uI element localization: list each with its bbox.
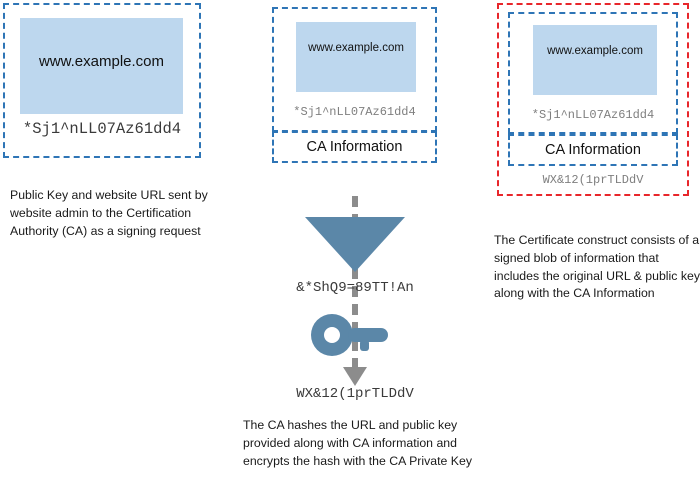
funnel-icon — [305, 217, 405, 272]
csr-caption: Public Key and website URL sent by websi… — [10, 188, 208, 238]
ca-input-ca-information-label: CA Information — [306, 139, 403, 155]
certificate-info-box — [508, 12, 678, 134]
certificate-outer-box — [497, 3, 689, 196]
certificate-signature-text: WX&12(1prTLDdV — [542, 173, 644, 187]
csr-url-text: www.example.com — [38, 53, 165, 70]
ca-input-url-block — [296, 22, 416, 92]
certificate-url-block — [533, 25, 657, 95]
csr-outer-box — [3, 3, 201, 158]
csr-url-block — [20, 18, 183, 114]
ca-process-caption: The CA hashes the URL and public key pro… — [243, 418, 472, 468]
csr-public-key-hash: *Sj1^nLL07Az61dd4 — [22, 120, 182, 138]
ca-input-ca-information-box — [272, 131, 437, 163]
ca-input-public-key-hash: *Sj1^nLL07Az61dd4 — [293, 105, 416, 119]
certificate-url-text: www.example.com — [547, 45, 643, 57]
hash-output-text: &*ShQ9=89TT!An — [296, 280, 414, 296]
key-icon — [311, 314, 388, 356]
signature-output-text: WX&12(1prTLDdV — [296, 386, 414, 402]
certificate-public-key-hash: *Sj1^nLL07Az61dd4 — [531, 108, 655, 122]
flow-arrowhead — [343, 367, 367, 386]
certificate-ca-information-box — [508, 134, 678, 166]
ca-input-url-text: www.example.com — [308, 42, 404, 54]
certificate-caption: The Certificate construct consists of a … — [494, 233, 700, 301]
certificate-ca-information-label: CA Information — [545, 142, 641, 158]
